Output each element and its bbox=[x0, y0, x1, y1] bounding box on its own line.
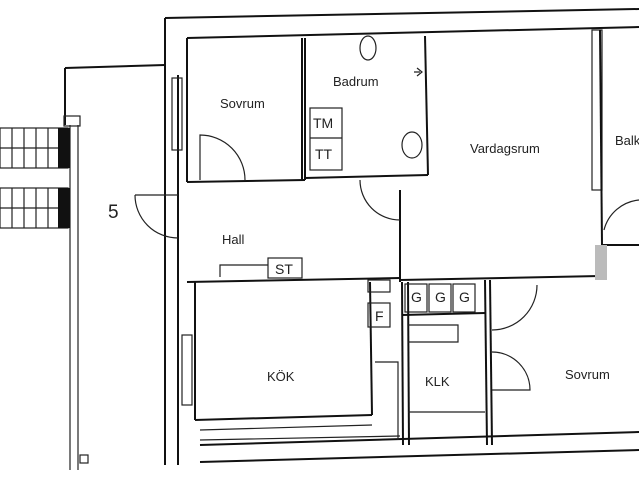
wardrobe-label: G bbox=[459, 289, 470, 305]
labels: 5 Sovrum Badrum Vardagsrum Balkong Hall … bbox=[108, 74, 639, 389]
door-bedroom-1 bbox=[199, 134, 246, 181]
vent-icon bbox=[414, 67, 423, 77]
room-label-kitchen: KÖK bbox=[267, 369, 295, 384]
door-bedroom-2 bbox=[491, 284, 538, 331]
doors bbox=[134, 134, 639, 391]
room-label-bedroom-2: Sovrum bbox=[565, 367, 610, 382]
room-label-closet: KLK bbox=[425, 374, 450, 389]
exterior-stairs bbox=[0, 115, 89, 464]
interior-walls bbox=[186, 29, 639, 446]
fixtures bbox=[219, 35, 476, 328]
toilet-icon bbox=[359, 35, 377, 61]
radiator-icon bbox=[219, 264, 268, 277]
room-label-bedroom-1: Sovrum bbox=[220, 96, 265, 111]
fridge-label: F bbox=[375, 308, 384, 324]
room-label-bathroom: Badrum bbox=[333, 74, 379, 89]
dryer-label: TT bbox=[315, 146, 333, 162]
entrance-number: 5 bbox=[108, 202, 119, 223]
room-label-hall: Hall bbox=[222, 232, 245, 247]
washer-label: TM bbox=[313, 115, 333, 131]
room-label-balcony: Balkong bbox=[615, 133, 639, 148]
outer-walls bbox=[64, 8, 639, 470]
wardrobe-label: G bbox=[411, 289, 422, 305]
windows bbox=[171, 29, 603, 406]
sink-icon bbox=[401, 131, 423, 159]
room-label-living-room: Vardagsrum bbox=[470, 141, 540, 156]
wardrobe-label: G bbox=[435, 289, 446, 305]
door-living bbox=[359, 179, 401, 221]
door-balcony bbox=[603, 199, 639, 231]
door-closet bbox=[491, 351, 531, 391]
entrance-door bbox=[134, 194, 179, 239]
storage-label: ST bbox=[275, 261, 293, 277]
